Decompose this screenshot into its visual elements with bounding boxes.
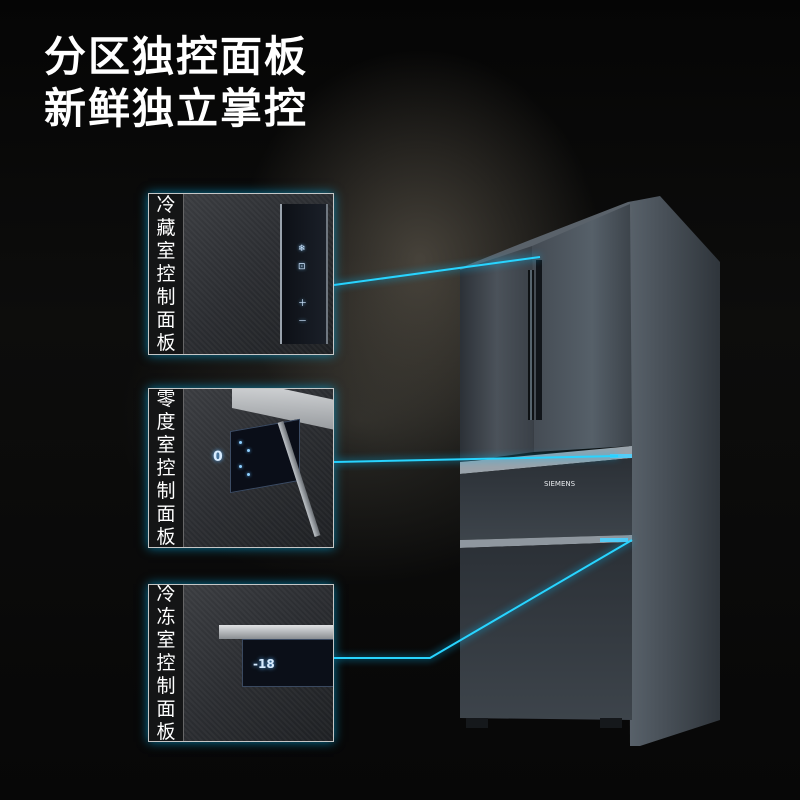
snowflake-icon: ❄ bbox=[298, 244, 306, 254]
headline-line-1: 分区独控面板 bbox=[44, 32, 309, 81]
zero-degree-control-panel-callout: 零 度 室 控 制 面 板 0 bbox=[148, 388, 334, 548]
panel-photo bbox=[184, 585, 333, 741]
brand-logo: SIEMENS bbox=[544, 480, 576, 488]
panel-label: 冷 藏 室 控 制 面 板 bbox=[149, 194, 184, 354]
refrigerator-illustration: SIEMENS bbox=[460, 196, 720, 746]
fridge-control-panel-callout: 冷 藏 室 控 制 面 板 ❄ ⊡ ＋ － bbox=[148, 193, 334, 355]
freezer-control-panel-callout: 冷 冻 室 控 制 面 板 -18 bbox=[148, 584, 334, 742]
right-door-handle bbox=[536, 260, 542, 420]
control-strip: ❄ ⊡ ＋ － bbox=[280, 204, 328, 344]
plus-icon: ＋ bbox=[298, 299, 308, 309]
panel-photo bbox=[184, 389, 333, 547]
display-screen bbox=[242, 639, 333, 687]
minus-icon: － bbox=[298, 317, 308, 327]
lock-icon: ⊡ bbox=[298, 262, 306, 272]
panel-label: 零 度 室 控 制 面 板 bbox=[149, 389, 184, 547]
metal-trim bbox=[219, 625, 333, 639]
headline-line-2: 新鲜独立掌控 bbox=[44, 84, 309, 133]
panel-label: 冷 冻 室 控 制 面 板 bbox=[149, 585, 184, 741]
display-readout: -18 bbox=[253, 657, 275, 671]
panel-photo: ❄ ⊡ ＋ － bbox=[184, 194, 333, 354]
display-readout: 0 bbox=[213, 449, 223, 465]
